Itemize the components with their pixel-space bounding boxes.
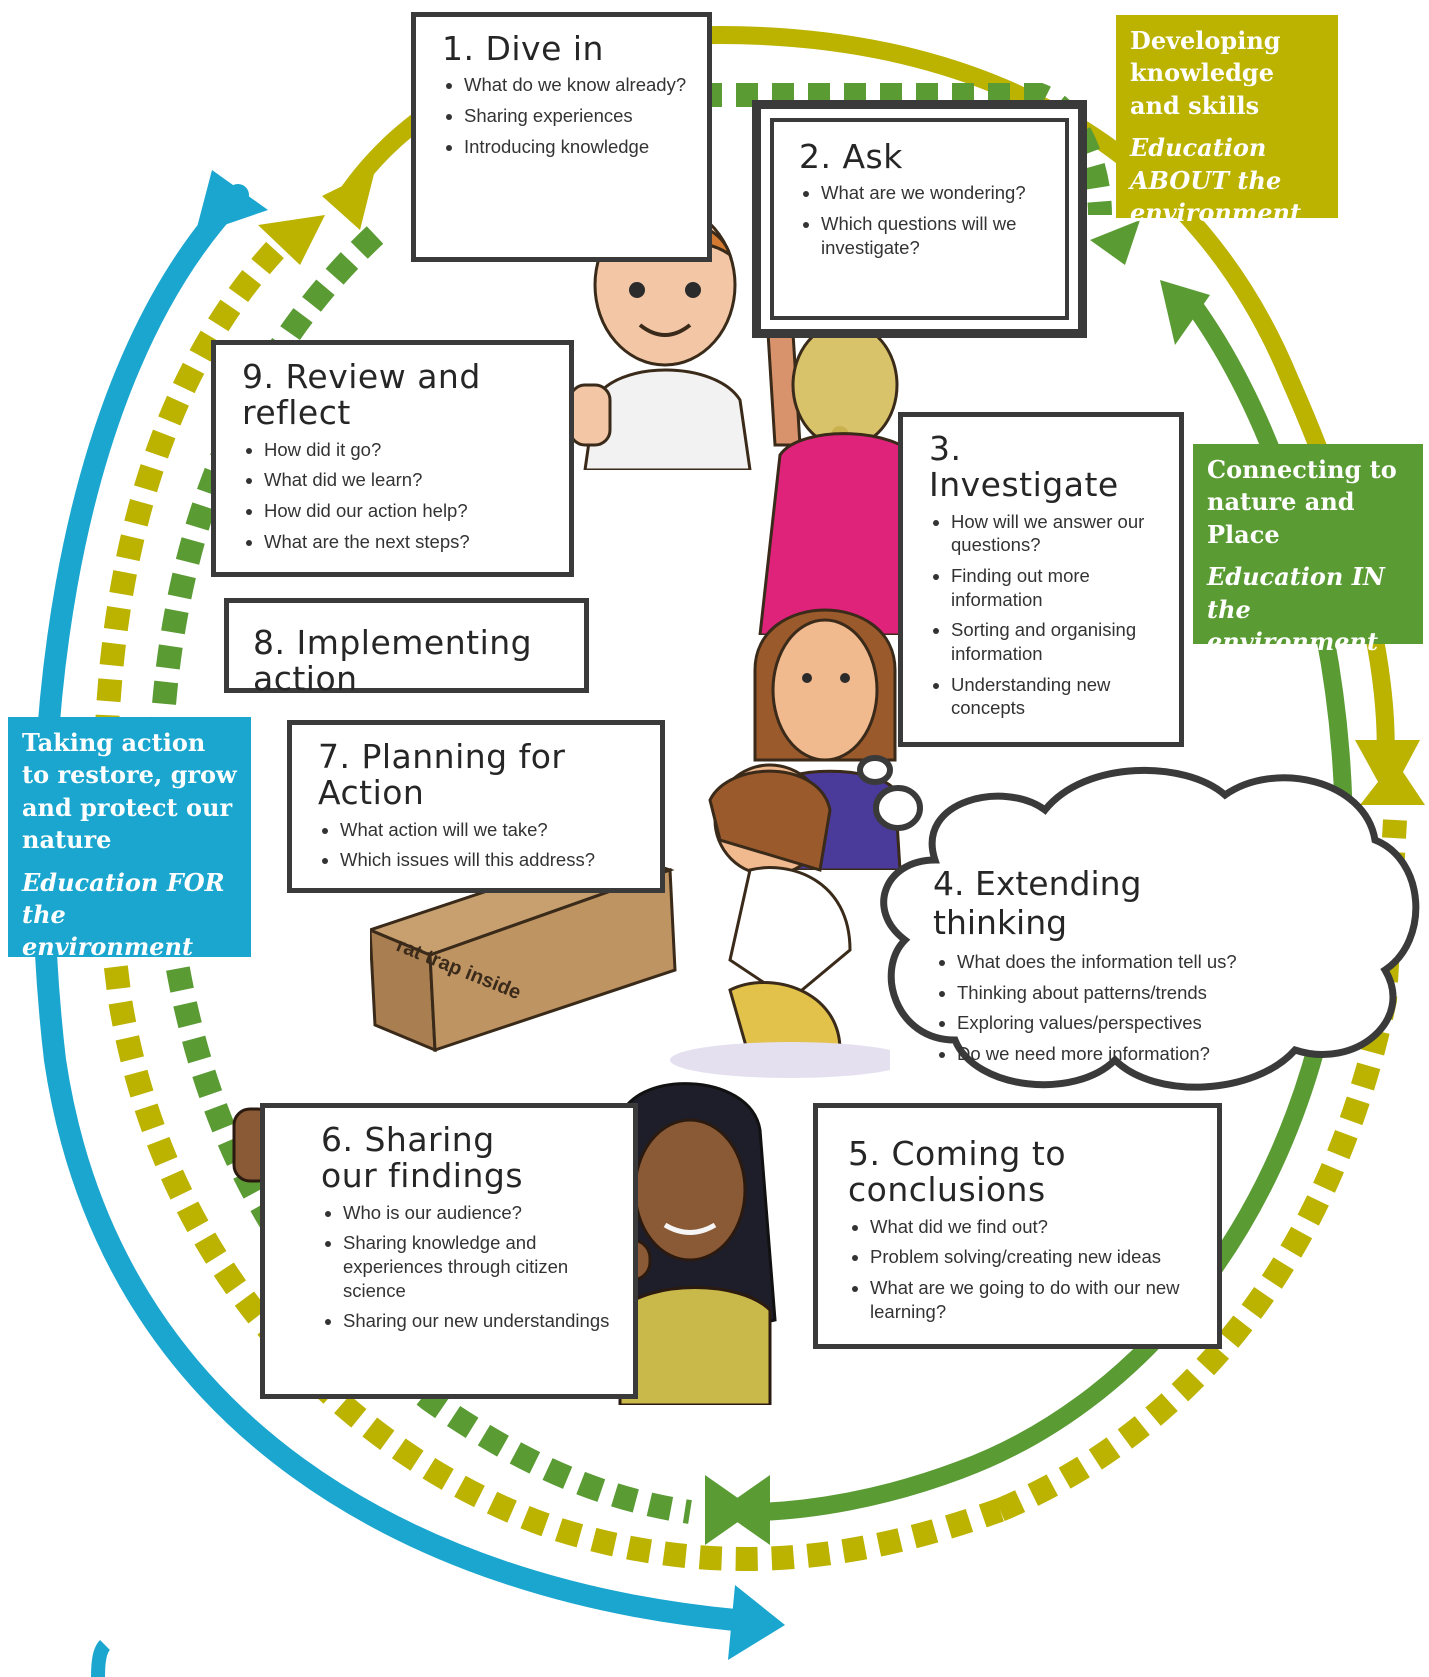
blue-arrowhead-bottom-icon — [728, 1585, 785, 1660]
step-1-title: 1. Dive in — [442, 29, 604, 68]
list-item: What did we learn? — [264, 468, 551, 492]
list-item: Sharing knowledge and experiences throug… — [343, 1231, 615, 1302]
list-item: Which issues will this address? — [340, 848, 642, 872]
list-item: Sharing experiences — [464, 104, 689, 128]
list-item: Problem solving/creating new ideas — [870, 1245, 1199, 1269]
list-item: Sharing our new understandings — [343, 1309, 615, 1333]
list-item: Finding out more information — [951, 564, 1161, 611]
blue-arrowhead-top-icon — [195, 170, 268, 235]
green-arrowhead-top-icon — [1160, 280, 1210, 345]
step-1-dive-in: 1. Dive in What do we know already? Shar… — [411, 12, 712, 262]
step-3-investigate: 3. Investigate How will we answer our qu… — [898, 412, 1184, 747]
list-item: Understanding new concepts — [951, 673, 1161, 720]
list-item: What are the next steps? — [264, 530, 551, 554]
list-item: What did we find out? — [870, 1215, 1199, 1239]
list-item: Who is our audience? — [343, 1201, 615, 1225]
step-6-title: 6. Sharing our findings — [321, 1120, 524, 1196]
in-panel: Connecting to nature and Place Education… — [1193, 444, 1423, 656]
step-2-title: 2. Ask — [799, 137, 903, 176]
step-7-title: 7. Planning for Action — [318, 737, 566, 813]
step-5-points: What did we find out? Problem solving/cr… — [848, 1215, 1199, 1324]
step-3-title: 3. Investigate — [929, 429, 1119, 505]
step-6-sharing: 6. Sharing our findings Who is our audie… — [260, 1103, 638, 1399]
step-9-review: 9. Review and reflect How did it go? Wha… — [211, 340, 574, 577]
green-dashed-arrowhead-icon — [705, 1475, 755, 1545]
step-1-points: What do we know already? Sharing experie… — [442, 73, 689, 158]
step-7-points: What action will we take? Which issues w… — [318, 818, 642, 872]
list-item: Do we need more information? — [957, 1042, 1285, 1066]
list-item: What are we wondering? — [821, 181, 1060, 205]
list-item: How did our action help? — [264, 499, 551, 523]
list-item: Sorting and organising information — [951, 618, 1161, 665]
about-panel-heading: Developing knowledge and skills — [1130, 26, 1281, 120]
list-item: What does the information tell us? — [957, 950, 1285, 974]
list-item: How did it go? — [264, 438, 551, 462]
green-arrowhead-mid-icon — [1090, 220, 1140, 265]
olive-dashed-arrowhead-right-icon — [1360, 760, 1425, 805]
step-5-conclusions: 5. Coming to conclusions What did we fin… — [813, 1103, 1222, 1349]
in-panel-heading: Connecting to nature and Place — [1207, 455, 1397, 549]
step-9-title: 9. Review and reflect — [242, 357, 481, 433]
list-item: Introducing knowledge — [464, 135, 689, 159]
step-2-points: What are we wondering? Which questions w… — [799, 181, 1060, 259]
list-item: What are we going to do with our new lea… — [870, 1276, 1199, 1323]
step-8-implementing: 8. Implementing action — [224, 598, 589, 697]
step-8-title: 8. Implementing action — [253, 623, 533, 699]
olive-dashed-arc-left — [93, 241, 1005, 1571]
about-panel: Developing knowledge and skills Educatio… — [1116, 15, 1338, 227]
olive-dashed-arrowhead-icon — [258, 215, 325, 265]
step-4-points: What does the information tell us? Think… — [915, 950, 1285, 1066]
list-item: What do we know already? — [464, 73, 689, 97]
list-item: Which questions will we investigate? — [821, 212, 1060, 259]
step-3-points: How will we answer our questions? Findin… — [929, 510, 1161, 720]
list-item: What action will we take? — [340, 818, 642, 842]
list-item: How will we answer our questions? — [951, 510, 1161, 557]
list-item: Thinking about patterns/trends — [957, 981, 1285, 1005]
blue-arc-stub — [91, 1640, 111, 1677]
step-4-title: 4. Extending thinking — [933, 864, 1142, 942]
step-9-points: How did it go? What did we learn? How di… — [242, 438, 551, 554]
for-panel-heading: Taking action to restore, grow and prote… — [22, 728, 237, 855]
step-4-extending: 4. Extending thinking What does the info… — [915, 860, 1285, 1064]
thought-bubble-icon — [857, 755, 1420, 1091]
step-2-ask: 2. Ask What are we wondering? Which ques… — [752, 100, 1087, 338]
for-panel-subheading: Education FOR the environment — [22, 867, 225, 962]
blue-cycle-arc — [32, 184, 746, 1631]
step-5-title: 5. Coming to conclusions — [848, 1134, 1067, 1210]
step-6-points: Who is our audience? Sharing knowledge a… — [291, 1201, 615, 1333]
in-panel-subheading: Education IN the environment — [1207, 562, 1385, 656]
child-thinking-icon — [753, 608, 902, 870]
for-panel: Taking action to restore, grow and prote… — [8, 717, 251, 961]
olive-arrowhead-left-icon — [322, 170, 375, 230]
olive-dashed-arc-right — [995, 819, 1407, 1522]
list-item: Exploring values/perspectives — [957, 1011, 1285, 1035]
step-7-planning: 7. Planning for Action What action will … — [287, 720, 665, 893]
about-panel-subheading: Education ABOUT the environment — [1130, 133, 1302, 227]
child-setting-trap-icon: rat trap inside — [370, 763, 890, 1078]
